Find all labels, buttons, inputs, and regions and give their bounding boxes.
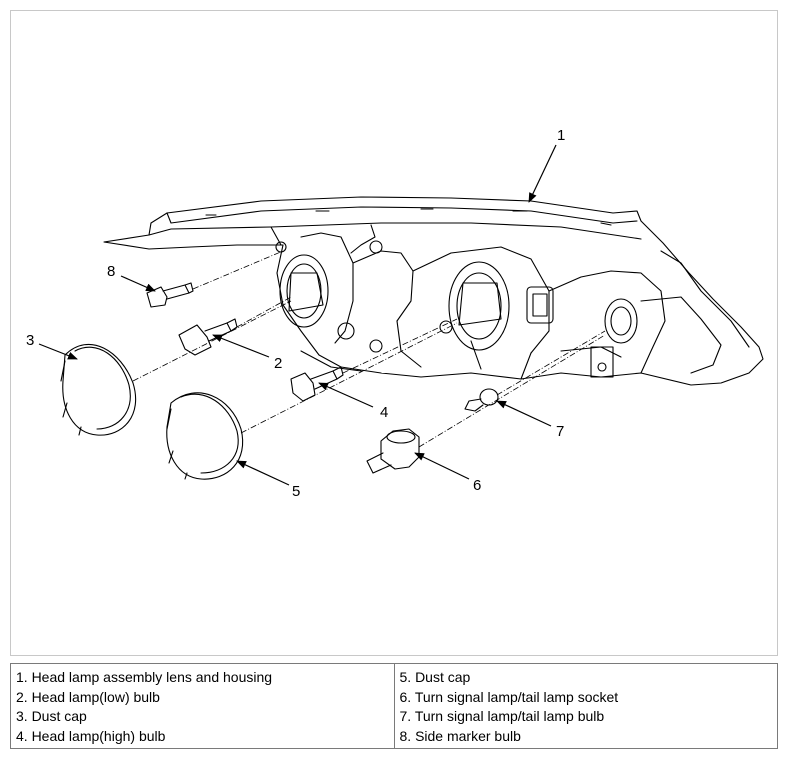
headlamp-housing [103,196,764,386]
turn-signal-bulb [464,388,499,412]
legend-item: 3. Dust cap [16,708,87,724]
legend-column-right: 5. Dust cap 6. Turn signal lamp/tail lam… [393,664,778,748]
legend-item: 7. Turn signal lamp/tail lamp bulb [399,708,605,724]
leader-arrows [38,144,557,486]
legend-item: 6. Turn signal lamp/tail lamp socket [399,688,619,705]
legend-item: 8. Side marker bulb [399,727,521,744]
dust-cap-3 [60,343,137,436]
legend-item: 1. Head lamp assembly lens and housing [16,669,273,685]
parts-legend-table: 1. Head lamp assembly lens and housing 2… [10,663,778,749]
dust-cap-5 [166,392,244,480]
low-beam-bulb [178,318,238,356]
turn-signal-socket [366,428,420,474]
alignment-lines [132,250,606,448]
headlamp-exploded-diagram: 1 2 3 4 5 6 7 8 [26,127,764,500]
callout-6: 6 [473,477,481,494]
callout-2: 2 [274,355,282,372]
callout-8: 8 [107,263,115,280]
legend-item: 2. Head lamp(low) bulb [16,688,160,705]
side-marker-bulb [146,282,194,308]
legend-item: 5. Dust cap [399,669,471,685]
legend-item: 4. Head lamp(high) bulb [16,727,166,744]
diagram-frame: 1 2 3 4 5 6 7 8 [10,10,778,656]
callout-3: 3 [26,332,34,349]
callout-7: 7 [556,423,564,440]
callout-5: 5 [292,483,300,500]
high-beam-bulb [290,366,344,402]
callout-1: 1 [557,127,565,144]
callout-4: 4 [380,404,388,421]
legend-column-left: 1. Head lamp assembly lens and housing 2… [11,664,394,748]
